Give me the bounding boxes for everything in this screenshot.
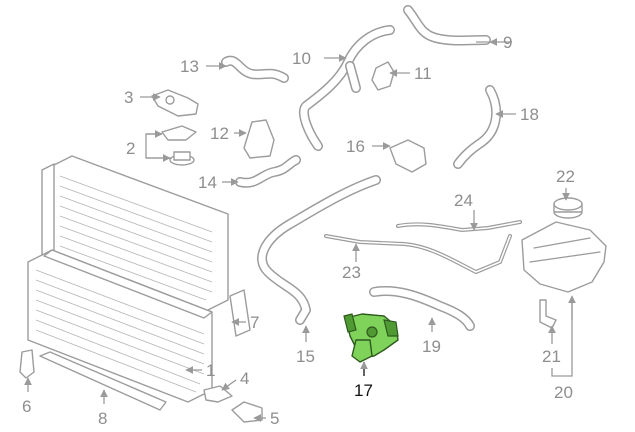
part-17-thermostat-housing: [343, 313, 399, 363]
callout-5: 5: [270, 409, 279, 428]
callout-20: 20: [554, 383, 573, 402]
hose-19: [369, 286, 475, 331]
callout-22: 22: [556, 167, 575, 186]
callout-17-highlighted: 17: [354, 381, 373, 400]
callout-12: 12: [210, 124, 229, 143]
callout-3: 3: [124, 88, 133, 107]
callout-leaders: [24, 42, 576, 422]
callout-9: 9: [503, 33, 512, 52]
callout-24: 24: [454, 191, 473, 210]
part-12-connector: [243, 119, 275, 159]
radiator-front: [27, 249, 251, 403]
callout-16: 16: [346, 137, 365, 156]
part-20-tank-ribs: [529, 237, 601, 263]
part-5-bracket: [231, 401, 263, 423]
part-21-sensor: [539, 299, 557, 329]
part-4-bracket: [203, 385, 233, 403]
part-11-fitting: [371, 61, 395, 91]
hose-10: [298, 25, 395, 151]
callout-11: 11: [414, 64, 432, 83]
hose-18: [453, 85, 502, 169]
part-3-hole: [165, 95, 175, 105]
part-2-upper-bracket: [161, 125, 197, 141]
callout-2: 2: [126, 139, 135, 158]
hose-14: [235, 155, 301, 188]
part-3-mount: [151, 89, 199, 117]
callout-labels: 9 10 11 13 3 2 12 16 18 14 22 24 23 7 15…: [22, 33, 575, 428]
part-2-grommet-top: [173, 151, 191, 161]
hose-9: [403, 5, 491, 46]
pipe-23: [324, 234, 512, 275]
callout-19: 19: [422, 337, 441, 356]
callout-8: 8: [98, 409, 107, 428]
part-6-bracket: [19, 349, 35, 379]
callout-15: 15: [296, 347, 315, 366]
callout-1: 1: [206, 361, 215, 380]
callout-13: 13: [180, 57, 199, 76]
part-22-cap: [553, 197, 583, 219]
callout-21: 21: [542, 347, 561, 366]
callout-4: 4: [240, 369, 249, 388]
part-16-housing: [389, 139, 427, 173]
hose-15: [257, 175, 381, 325]
callout-6: 6: [22, 397, 31, 416]
pipe-24: [396, 220, 522, 233]
radiator-rear-core: [41, 155, 229, 313]
callout-7: 7: [250, 313, 259, 332]
callout-18: 18: [520, 105, 539, 124]
part-8-seal-strip: [39, 351, 167, 411]
callout-10: 10: [292, 49, 311, 68]
callout-23: 23: [342, 263, 361, 282]
hose-13: [221, 55, 289, 83]
callout-14: 14: [198, 173, 217, 192]
